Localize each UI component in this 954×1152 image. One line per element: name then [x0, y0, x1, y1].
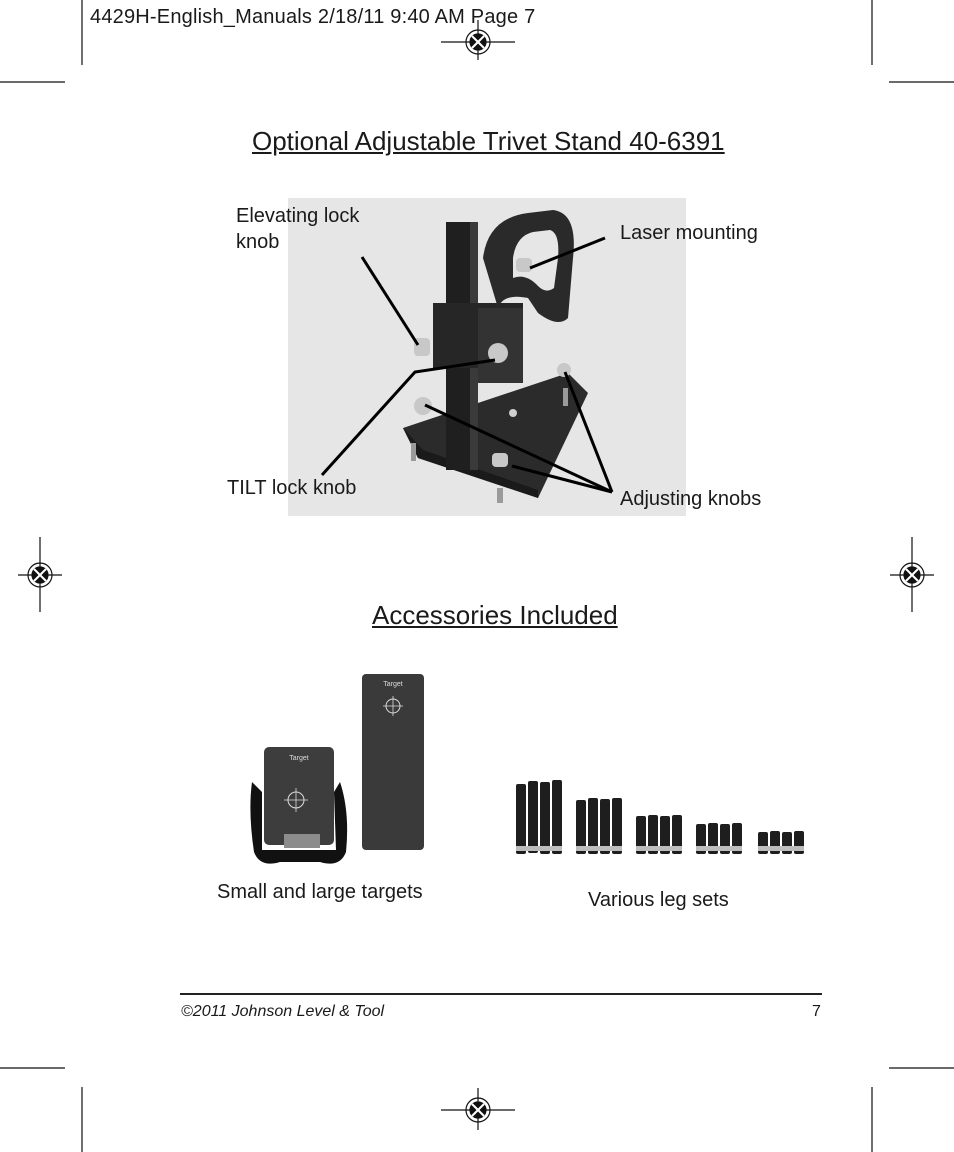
small-target-stand: [250, 782, 348, 864]
leader-laser-mounting: [529, 236, 606, 270]
registration-mark-bottom: [441, 1088, 515, 1130]
callout-elevating-lock-knob: Elevating lock knob: [236, 205, 360, 253]
small-target-label: Target: [289, 755, 309, 762]
leader-tilt-lock: [320, 358, 496, 477]
footer-copyright: ©2011 Johnson Level & Tool: [181, 1003, 385, 1020]
callout-tilt-lock-knob: TILT lock knob: [227, 477, 357, 499]
large-target: [362, 674, 424, 850]
laser-mount-knob: [516, 258, 532, 272]
targets-photo: Target Target: [250, 674, 424, 864]
registration-mark-left: [18, 537, 62, 612]
large-target-label: Target: [383, 681, 403, 688]
callout-adjusting-knobs: Adjusting knobs: [620, 488, 762, 510]
registration-mark-right: [890, 537, 934, 612]
leader-adjusting-2: [424, 403, 613, 494]
leader-elevating-lock: [360, 256, 420, 346]
footer-rule: [180, 993, 822, 995]
adjusting-knob-front: [492, 453, 508, 467]
adjusting-knob-right: [557, 363, 571, 377]
small-target: [264, 747, 334, 845]
caption-leg-sets: Various leg sets: [588, 889, 729, 911]
registration-mark-top: [441, 20, 515, 60]
footer-page-number: 7: [812, 1003, 821, 1020]
print-slug-line: 4429H-English_Manuals 2/18/11 9:40 AM Pa…: [90, 6, 536, 28]
caption-targets: Small and large targets: [217, 881, 423, 903]
callout-laser-mounting: Laser mounting: [620, 222, 758, 244]
trivet-stand-title: Optional Adjustable Trivet Stand 40-6391: [252, 126, 725, 156]
leg-sets-photo: [516, 780, 804, 854]
accessories-title: Accessories Included: [372, 600, 618, 630]
tilt-lock-knob-photo: [488, 343, 508, 363]
trivet-stand-photo: [288, 198, 686, 516]
adjusting-knob-left: [414, 397, 432, 415]
leader-adjusting-3: [511, 464, 613, 494]
leader-adjusting-1: [563, 371, 614, 493]
